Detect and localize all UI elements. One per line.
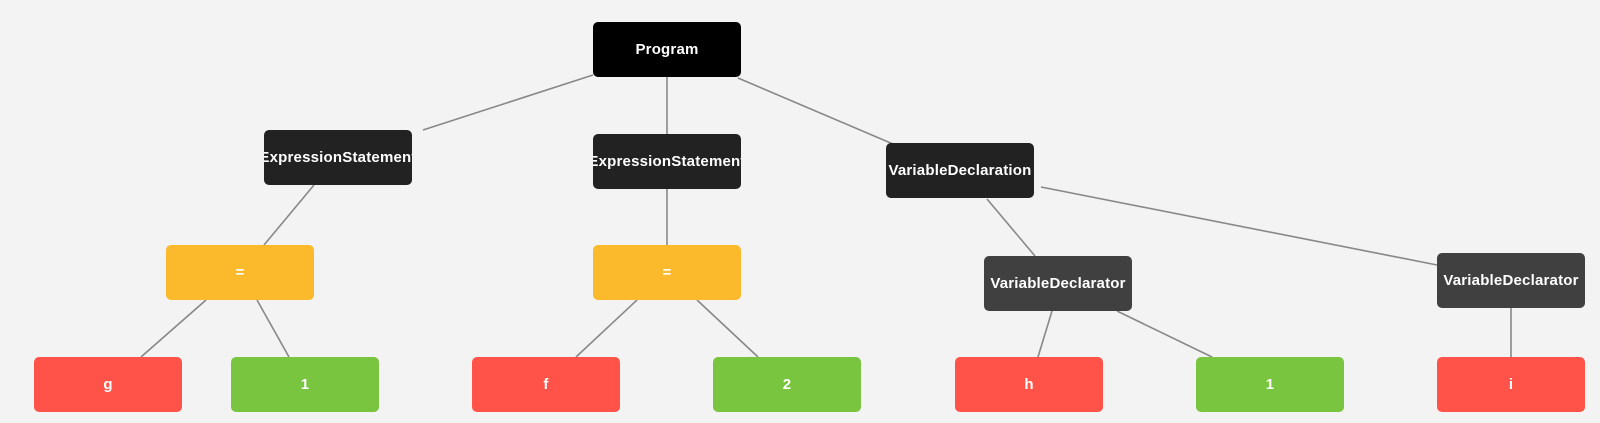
node-variable-declarator-1: VariableDeclarator (984, 256, 1132, 311)
node-variable-declaration: VariableDeclaration (886, 143, 1034, 198)
edge-assign1-id_g (140, 299, 207, 358)
node-variable-declarator-2: VariableDeclarator (1437, 253, 1585, 308)
edge-vardecl-declarator2 (1040, 186, 1438, 266)
node-literal-1-a: 1 (231, 357, 379, 412)
edge-declarator1-id_h (1037, 310, 1053, 358)
edge-assign2-lit_2 (696, 299, 759, 358)
edge-program-expr1 (422, 74, 594, 131)
node-literal-2: 2 (713, 357, 861, 412)
node-program: Program (593, 22, 741, 77)
edge-declarator1-lit_1b (1116, 310, 1213, 358)
node-expression-statement-2: ExpressionStatement (593, 134, 741, 189)
edge-assign1-lit_1a (256, 299, 290, 358)
edge-vardecl-declarator1 (986, 198, 1036, 257)
node-identifier-h: h (955, 357, 1103, 412)
edge-assign2-id_f (575, 299, 638, 358)
node-assignment-operator-1: = (166, 245, 314, 300)
node-expression-statement-1: ExpressionStatement (264, 130, 412, 185)
node-assignment-operator-2: = (593, 245, 741, 300)
node-identifier-g: g (34, 357, 182, 412)
edge-expr1-assign1 (263, 184, 315, 246)
edge-program-vardecl (737, 77, 894, 145)
node-identifier-i: i (1437, 357, 1585, 412)
node-literal-1-b: 1 (1196, 357, 1344, 412)
node-identifier-f: f (472, 357, 620, 412)
